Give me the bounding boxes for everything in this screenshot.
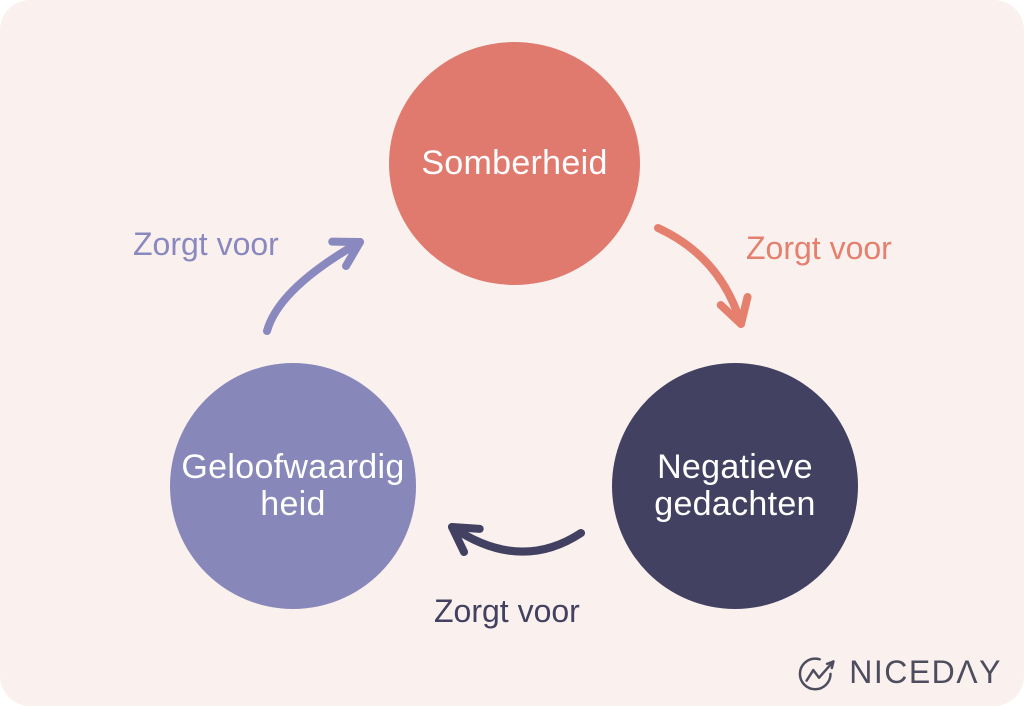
node-somberheid: Somberheid: [389, 42, 640, 285]
niceday-logo: NICEDΛY: [798, 650, 1002, 694]
logo-arrowhead-icon: [826, 660, 835, 670]
edge-label-zorgt-voor-right: Zorgt voor: [746, 230, 892, 266]
logo-circle: [798, 657, 832, 691]
node-line: heid: [260, 485, 326, 523]
edge-label-zorgt-voor-left: Zorgt voor: [133, 226, 279, 262]
trend-arrow-circle-icon: [798, 657, 835, 691]
niceday-logo-text: NICEDΛY: [849, 654, 1002, 690]
node-somberheid-label: Somberheid: [421, 143, 608, 182]
node-line: gedachten: [654, 485, 816, 523]
node-negatieve-gedachten: Negatieve gedachten: [612, 363, 858, 609]
node-line: Negatieve: [657, 447, 813, 486]
node-negatieve-gedachten-label: Negatieve gedachten: [654, 447, 816, 524]
arrow-somberheid-to-negatieve-gedachten: [654, 224, 752, 328]
node-line: Geloofwaardig: [181, 447, 405, 486]
node-geloofwaardigheid: Geloofwaardig heid: [170, 363, 416, 609]
node-geloofwaardigheid-label: Geloofwaardig heid: [181, 447, 405, 524]
edge-label-zorgt-voor-bottom: Zorgt voor: [434, 593, 580, 629]
logo-trend-line: [805, 660, 835, 682]
arrow-negatieve-gedachten-to-geloofwaardigheid: [448, 523, 585, 557]
arrow-geloofwaardigheid-to-somberheid: [263, 237, 364, 335]
